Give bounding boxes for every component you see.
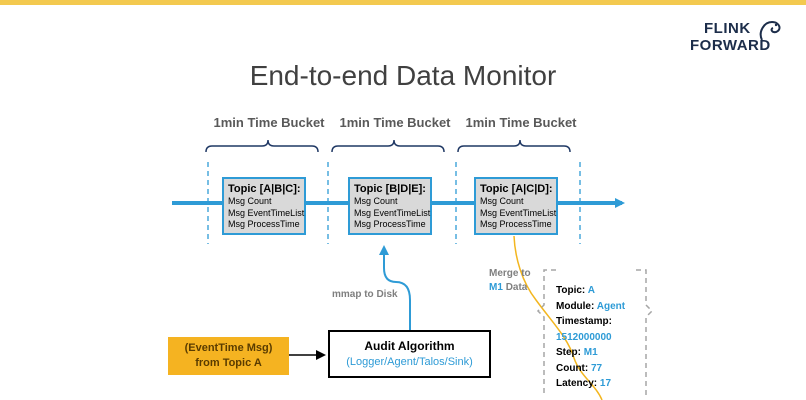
info-bracket-right xyxy=(636,269,654,395)
topic-title: Topic [A|C|D]: xyxy=(480,183,553,195)
bucket-label-3: 1min Time Bucket xyxy=(465,115,577,130)
topic-title: Topic [B|D|E]: xyxy=(354,183,426,195)
info-panel: Topic: A Module: Agent Timestamp: 151200… xyxy=(556,283,656,392)
info-count: Count: 77 xyxy=(556,361,656,377)
info-timestamp: Timestamp: xyxy=(556,314,656,330)
merge-m1: M1 xyxy=(489,282,503,293)
info-key: Topic: xyxy=(556,285,586,296)
bucket-label-1: 1min Time Bucket xyxy=(213,115,325,130)
info-key: Count: xyxy=(556,362,589,374)
info-module: Module: Agent xyxy=(556,299,656,315)
info-key: Timestamp: xyxy=(556,316,612,327)
info-key: Latency: xyxy=(556,378,598,389)
audit-algorithm-box: Audit Algorithm (Logger/Agent/Talos/Sink… xyxy=(328,330,491,378)
topic-line: Msg EventTimeList xyxy=(354,207,431,218)
topic-line: Msg Count xyxy=(480,196,524,206)
event-line-2: from Topic A xyxy=(195,357,262,369)
info-step: Step: M1 xyxy=(556,345,656,361)
topic-box-1: Topic [A|B|C]: Msg Count Msg EventTimeLi… xyxy=(222,177,306,235)
merge-data: Data xyxy=(505,282,528,293)
info-bracket-left xyxy=(536,269,556,395)
topic-line: Msg Count xyxy=(354,196,398,206)
topic-line: Msg ProcessTime xyxy=(228,219,300,229)
info-topic: Topic: A xyxy=(556,283,656,299)
squirrel-icon xyxy=(759,20,781,41)
audit-title: Audit Algorithm xyxy=(364,339,455,353)
bucket-brace-3 xyxy=(457,139,571,153)
topic-line: Msg Count xyxy=(228,196,272,206)
merge-label-line2: M1 Data xyxy=(489,281,531,295)
audit-subtitle: (Logger/Agent/Talos/Sink) xyxy=(346,356,473,368)
topic-line: Msg ProcessTime xyxy=(480,219,552,229)
bucket-label-2: 1min Time Bucket xyxy=(339,115,451,130)
event-line-1: (EventTime Msg) xyxy=(184,342,273,354)
topic-box-3: Topic [A|C|D]: Msg Count Msg EventTimeLi… xyxy=(474,177,558,235)
info-latency: Latency: 17 xyxy=(556,376,656,392)
merge-curve xyxy=(513,235,603,400)
info-value: M1 xyxy=(583,347,598,358)
bucket-brace-2 xyxy=(331,139,445,153)
logo-line-1: FLINK xyxy=(704,20,751,37)
mmap-arrow xyxy=(379,245,411,330)
flink-forward-logo: FLINK FORWARD xyxy=(690,18,786,58)
logo-line-2: FORWARD xyxy=(690,37,771,54)
info-key: Module: xyxy=(556,300,595,312)
topic-line: Msg EventTimeList xyxy=(228,207,305,218)
info-value: Agent xyxy=(596,300,626,312)
info-value: 1512000000 xyxy=(556,331,612,343)
info-value: A xyxy=(587,285,595,296)
bucket-brace-1 xyxy=(205,139,319,153)
info-value: 77 xyxy=(591,362,603,374)
topic-box-2: Topic [B|D|E]: Msg Count Msg EventTimeLi… xyxy=(348,177,432,235)
mmap-label: mmap to Disk xyxy=(332,289,398,300)
event-msg-box: (EventTime Msg) from Topic A xyxy=(168,337,289,375)
topic-line: Msg ProcessTime xyxy=(354,219,426,229)
info-timestamp-value: 1512000000 xyxy=(556,330,656,346)
info-value: 17 xyxy=(599,378,612,389)
top-accent-bar xyxy=(0,0,806,5)
topic-title: Topic [A|B|C]: xyxy=(228,183,301,195)
merge-label-line1: Merge to xyxy=(489,268,531,279)
info-key: Step: xyxy=(556,347,581,358)
topic-line: Msg EventTimeList xyxy=(480,207,557,218)
page-title: End-to-end Data Monitor xyxy=(249,60,557,91)
merge-label: Merge to M1 Data xyxy=(489,267,531,295)
